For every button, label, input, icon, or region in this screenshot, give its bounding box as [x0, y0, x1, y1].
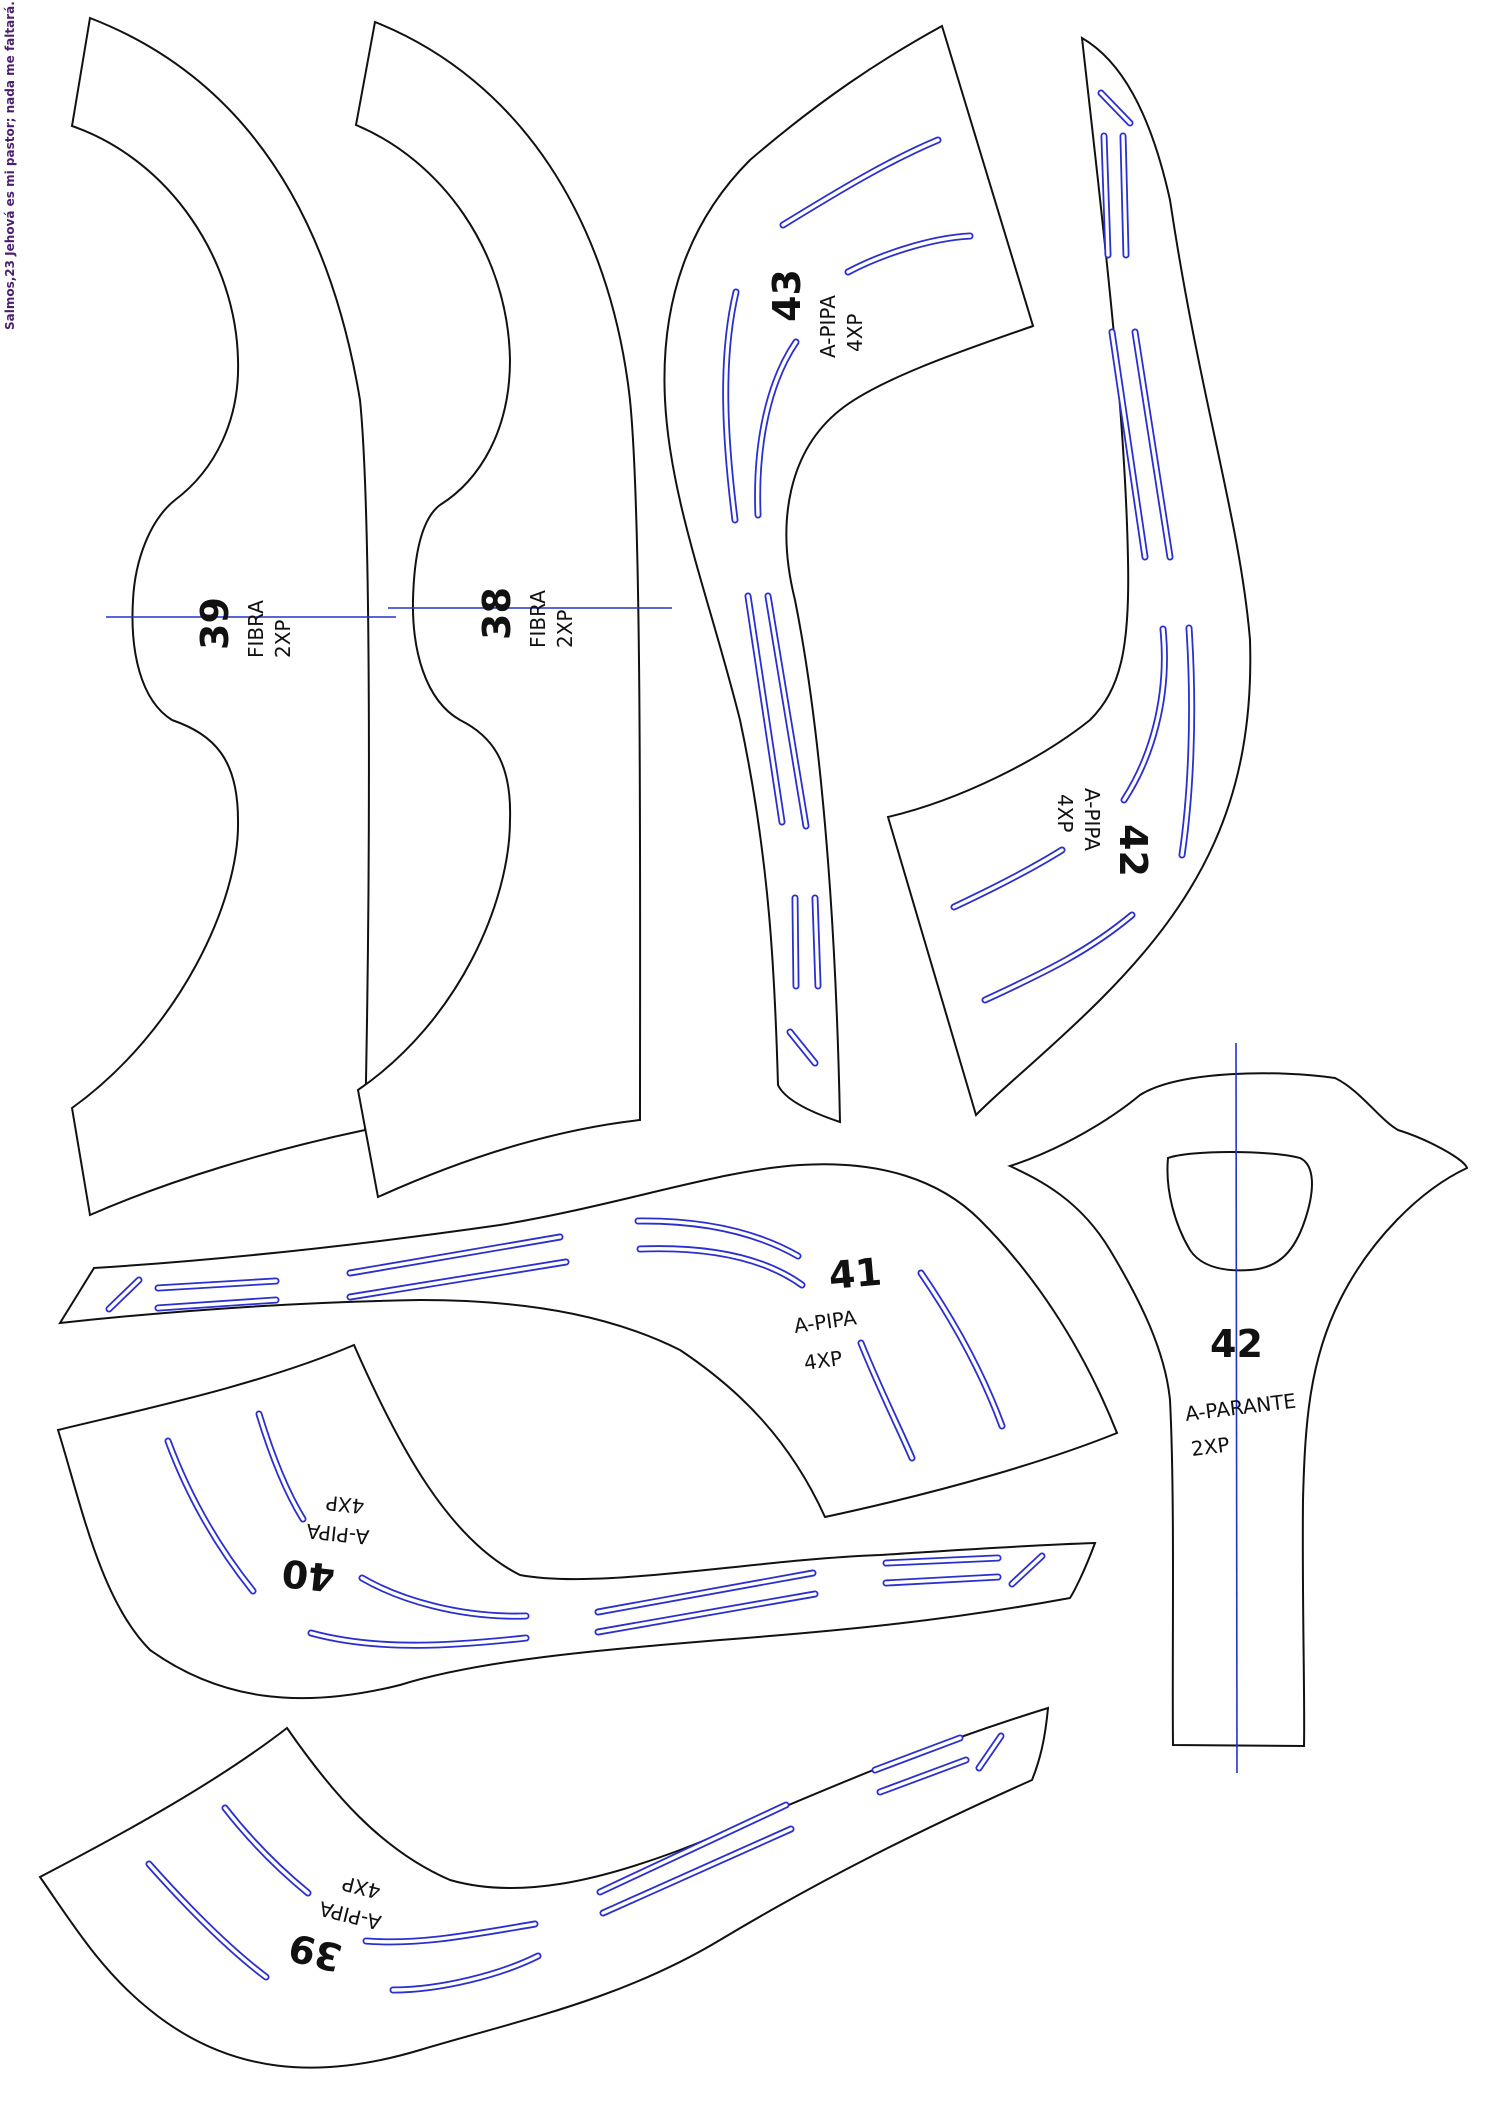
- piece-43-number: 43: [765, 269, 809, 322]
- piece-41-outline: [58, 1163, 1119, 1519]
- piece-40-a-pipa: 40 A-PIPA 4XP: [56, 1343, 1097, 1700]
- piece-40-outline: [56, 1343, 1097, 1700]
- piece-43-a-pipa: 43 A-PIPA 4XP: [663, 24, 1035, 1124]
- piece-41-number: 41: [827, 1250, 884, 1298]
- piece-43-qty: 4XP: [843, 314, 867, 353]
- piece-38-fibra-outline: [354, 20, 642, 1199]
- piece-43-slots: [722, 136, 974, 1067]
- piece-43-material: A-PIPA: [816, 295, 840, 358]
- piece-40-qty: 4XP: [325, 1491, 366, 1519]
- piece-42-a-pipa-material: A-PIPA: [1080, 788, 1104, 851]
- piece-39-a-pipa-outline: [38, 1706, 1050, 2069]
- piece-42-a-parante-axis: [1235, 1042, 1238, 1774]
- piece-38-fibra-number: 38: [475, 587, 519, 640]
- piece-42-a-parante: 42 A-PARANTE 2XP: [1007, 1042, 1469, 1774]
- piece-38-fibra-material: FIBRA: [526, 590, 550, 648]
- side-note: Salmos,23 Jehová es mi pastor; nada me f…: [3, 1, 17, 330]
- piece-42-a-pipa-number: 42: [1111, 824, 1155, 877]
- piece-39-a-pipa: 39 A-PIPA 4XP: [38, 1706, 1050, 2069]
- piece-42-a-parante-window: [1166, 1151, 1313, 1272]
- piece-42-a-pipa-outline: [886, 36, 1252, 1117]
- piece-42-a-parante-number: 42: [1210, 1322, 1263, 1366]
- piece-42-a-pipa: 42 A-PIPA 4XP: [886, 36, 1252, 1117]
- piece-42-a-pipa-qty: 4XP: [1053, 794, 1077, 833]
- piece-42-a-parante-outline: [1007, 1072, 1469, 1748]
- piece-39-fibra-qty: 2XP: [271, 620, 295, 659]
- piece-41-slots: [105, 1217, 1006, 1462]
- piece-41-a-pipa: 41 A-PIPA 4XP: [58, 1163, 1119, 1519]
- piece-38-fibra-qty: 2XP: [553, 610, 577, 649]
- piece-39-fibra-material: FIBRA: [244, 600, 268, 658]
- piece-40-number: 40: [280, 1551, 337, 1600]
- piece-43-outline: [663, 24, 1035, 1124]
- piece-38-fibra: 38 FIBRA 2XP: [354, 20, 672, 1199]
- piece-41-qty: 4XP: [802, 1346, 843, 1375]
- piece-39-fibra: 39 FIBRA 2XP: [70, 16, 396, 1217]
- piece-42-a-parante-qty: 2XP: [1190, 1432, 1231, 1461]
- piece-39-a-pipa-slots: [145, 1732, 1005, 1994]
- piece-40-slots: [164, 1410, 1046, 1649]
- piece-42-a-pipa-slots: [950, 89, 1196, 1004]
- piece-39-fibra-number: 39: [193, 597, 237, 650]
